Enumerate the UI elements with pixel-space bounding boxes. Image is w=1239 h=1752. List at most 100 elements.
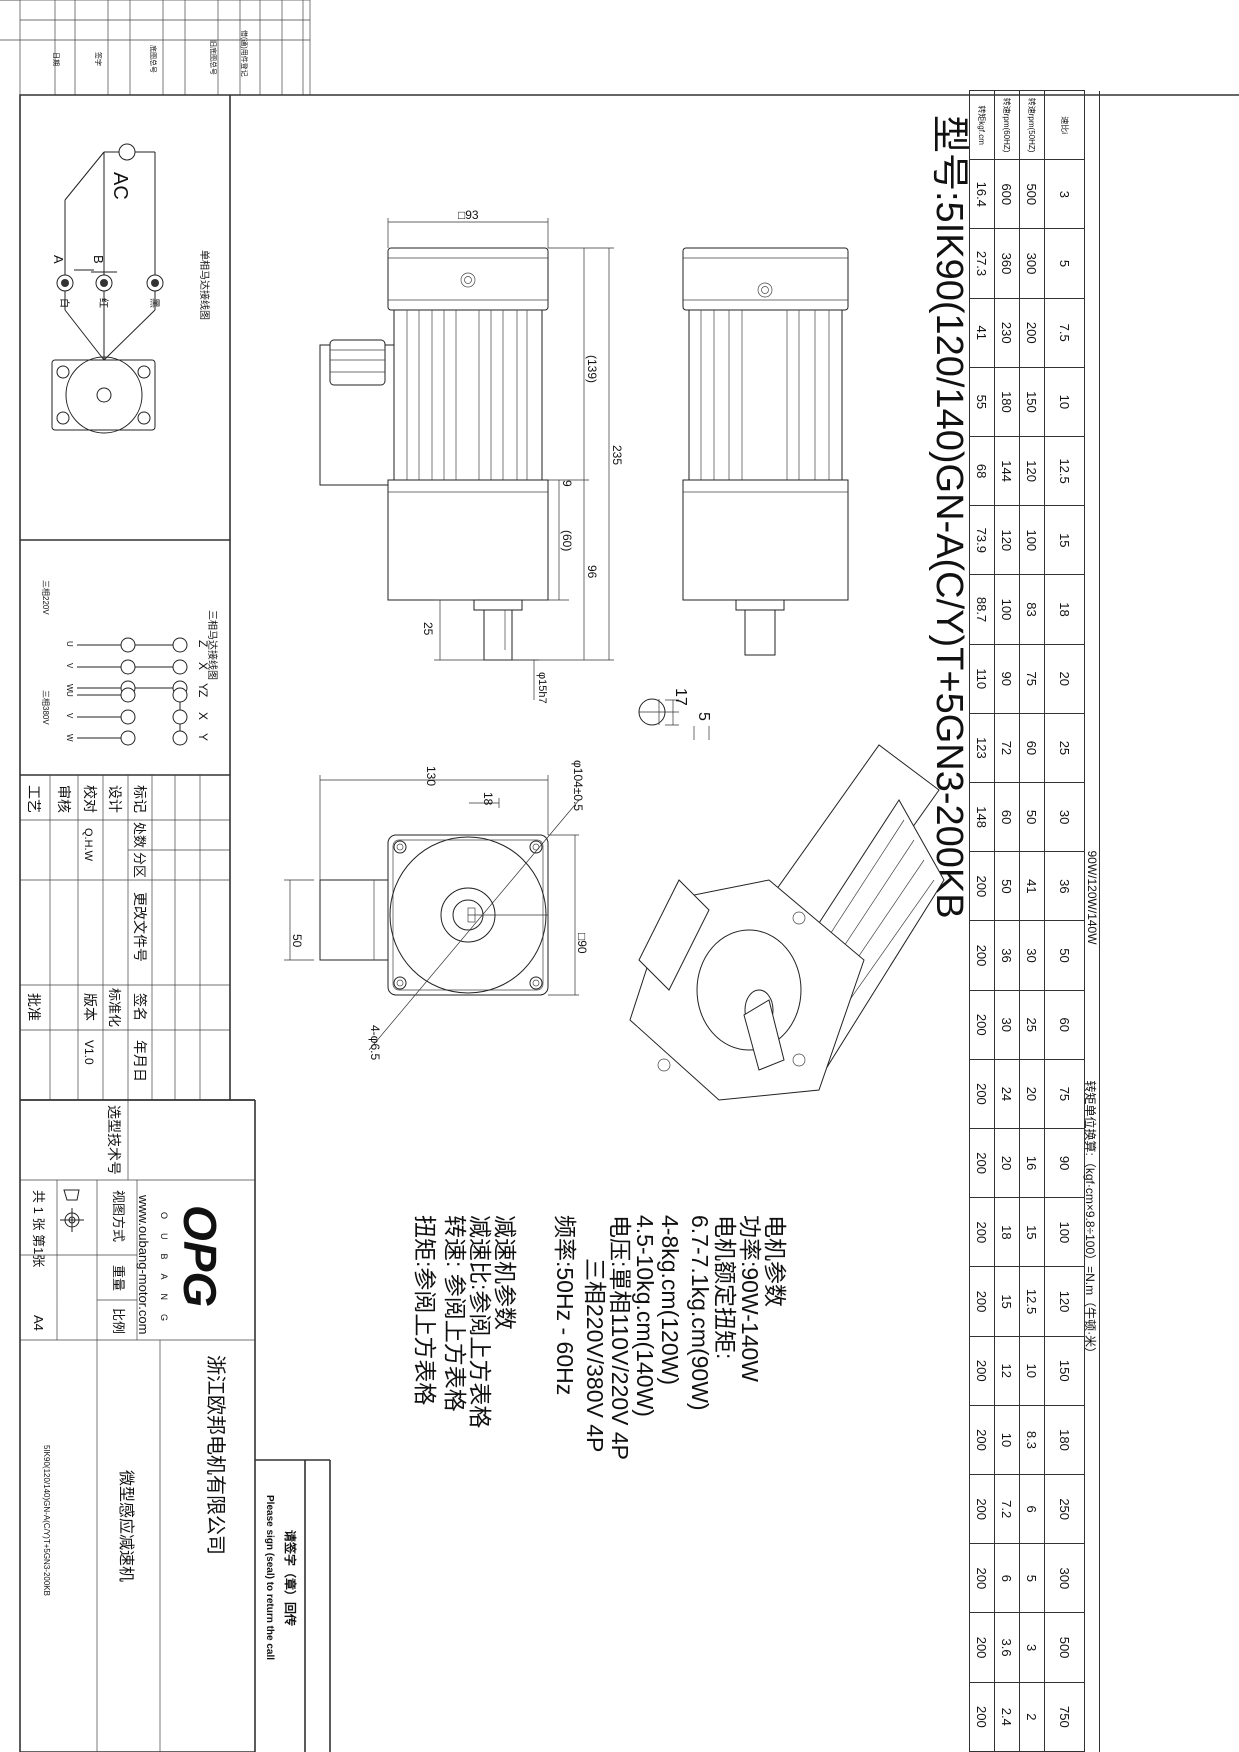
three-phase-wiring: 三相马达接线图 U V W Z X Y 三相220V U V W Z X Y 三… xyxy=(41,580,219,746)
dim-235: 235 xyxy=(610,445,624,465)
dim-holes: 4-φ6.5 xyxy=(368,1025,382,1060)
tb-version: V1.0 xyxy=(82,1040,96,1065)
wire-red-label: 红 xyxy=(97,298,110,308)
table-cell: 100 xyxy=(994,574,1020,645)
tb-standard: 标准化 xyxy=(107,988,122,1027)
left-strip-rows xyxy=(54,0,304,95)
table-cell: 200 xyxy=(969,990,995,1060)
table-cell: 18 xyxy=(1044,574,1085,645)
tb-model-small: 5IK90(120/140)GN-A(C/Y)T+5GN3-200KB xyxy=(42,1445,51,1596)
strip-label-borrow: 借(通)用件登记 xyxy=(240,30,249,77)
title-block-main: 选型技术号 OPG OUBANG www.oubang-motor.com 视图… xyxy=(20,1099,256,1752)
motor-face-symbol xyxy=(51,359,156,431)
u-label-380: U xyxy=(65,691,74,697)
tb-approve: 批准 xyxy=(26,993,42,1021)
title-block-revisions: 标记 处数 分区 更改文件号 签名 年月日 设计 校对 审核 工艺 Q.H.W … xyxy=(20,775,230,1100)
u-label-220: U xyxy=(65,641,74,647)
x-label-380: X xyxy=(196,712,210,720)
spec-gear-torque: 扭矩:参阅上方表格 xyxy=(412,1215,438,1405)
table-cell: 100 xyxy=(1044,1197,1085,1267)
table-cell: 10 xyxy=(1019,1336,1045,1406)
row-label: 转矩kgf.cm xyxy=(969,90,995,160)
table-cell: 3 xyxy=(1044,159,1085,229)
table-cell: 120 xyxy=(1044,1266,1085,1337)
v380-label: 三相380V xyxy=(41,690,51,725)
company-logo: OPG xyxy=(174,1205,226,1307)
y-label-220: Y xyxy=(196,683,210,691)
cable-gland xyxy=(329,339,386,386)
table-cell: 180 xyxy=(1044,1405,1085,1475)
dim-18: 18 xyxy=(481,792,495,806)
tb-scale: 比例 xyxy=(111,1308,126,1334)
dim-96: 96 xyxy=(585,565,599,579)
table-cell: 10 xyxy=(1044,367,1085,437)
tb-review: 审核 xyxy=(56,785,72,813)
table-cell: 123 xyxy=(969,713,995,783)
table-cell: 200 xyxy=(969,1059,995,1129)
wire-white-label: 白 xyxy=(58,298,71,308)
table-cell: 200 xyxy=(969,1543,995,1613)
side-view-dimensions: □93 235 (139) 96 9 (60) 25 φ15h7 xyxy=(387,208,624,704)
dim-139: (139) xyxy=(585,355,599,383)
spec-torque-120: 4-8kg.cm(120W) xyxy=(657,1215,683,1385)
w-label-220: W xyxy=(65,684,74,692)
table-cell: 6 xyxy=(994,1543,1020,1613)
single-phase-wiring: 单相马达接线图 AC B A 黑 红 白 xyxy=(51,143,211,434)
tb-signature: 签名 xyxy=(132,993,148,1021)
table-cell: 7.2 xyxy=(994,1474,1020,1544)
table-cell: 20 xyxy=(994,1128,1020,1198)
table-cell: 18 xyxy=(994,1197,1020,1267)
single-phase-title: 单相马达接线图 xyxy=(198,250,211,320)
model-title: 型号:5IK90(120/140)GN-A(C/Y)T+5GN3-200KB xyxy=(928,115,970,919)
spec-ratio: 减速比:参阅上方表格 xyxy=(467,1215,493,1428)
tb-count: 处数 xyxy=(132,822,147,848)
website-link[interactable]: www.oubang-motor.com xyxy=(136,1194,151,1334)
sign-return-en: Please sign (seal) to return the call xyxy=(264,1495,275,1660)
table-cell: 200 xyxy=(969,1474,995,1544)
z-label-380: Z xyxy=(196,690,210,697)
table-cell: 3 xyxy=(1019,1612,1045,1683)
wire-black-label: 黑 xyxy=(148,298,160,308)
table-cell: 16.4 xyxy=(969,159,995,229)
spec-frequency: 频率:50Hz - 60Hz xyxy=(552,1215,578,1395)
product-name: 微型感应减速机 xyxy=(117,1470,136,1582)
table-cell: 300 xyxy=(1019,228,1045,299)
table-cell: 30 xyxy=(994,990,1020,1060)
table-cell: 20 xyxy=(1019,1059,1045,1129)
table-cell: 27.3 xyxy=(969,228,995,299)
fan-cover xyxy=(387,247,549,311)
table-cell: 200 xyxy=(969,851,995,921)
table-cell: 200 xyxy=(969,1612,995,1683)
spec-torque-140: 4.5-10kg.cm(140W) xyxy=(632,1215,658,1417)
y-label-380: Y xyxy=(196,733,210,741)
sign-return-cn: 请签字（章）回传 xyxy=(283,1530,298,1626)
table-cell: 83 xyxy=(1019,574,1045,645)
dim-key17: 17 xyxy=(672,688,689,706)
dim-shaft: φ15h7 xyxy=(536,672,548,704)
table-cell: 6 xyxy=(1019,1474,1045,1544)
projection-symbol-icon xyxy=(60,1189,84,1232)
tb-process: 工艺 xyxy=(26,785,42,813)
table-cell: 150 xyxy=(1019,367,1045,437)
table-cell: 8.3 xyxy=(1019,1405,1045,1475)
tb-design: 设计 xyxy=(107,785,123,813)
table-cell: 36 xyxy=(1044,851,1085,921)
table-cell: 50 xyxy=(1044,920,1085,991)
z-label-220: Z xyxy=(196,640,210,647)
terminal-a-label: A xyxy=(51,255,66,264)
flange-view xyxy=(319,799,580,1051)
strip-label-sign: 签字 xyxy=(94,52,103,66)
table-cell: 60 xyxy=(1044,990,1085,1060)
table-cell: 41 xyxy=(1019,851,1045,921)
table-cell: 72 xyxy=(994,713,1020,783)
table-cell: 68 xyxy=(969,436,995,506)
table-cell: 41 xyxy=(969,298,995,368)
sign-return-box: 请签字（章）回传 Please sign (seal) to return th… xyxy=(255,1459,331,1752)
table-cell: 600 xyxy=(994,159,1020,229)
table-cell: 25 xyxy=(1044,713,1085,783)
